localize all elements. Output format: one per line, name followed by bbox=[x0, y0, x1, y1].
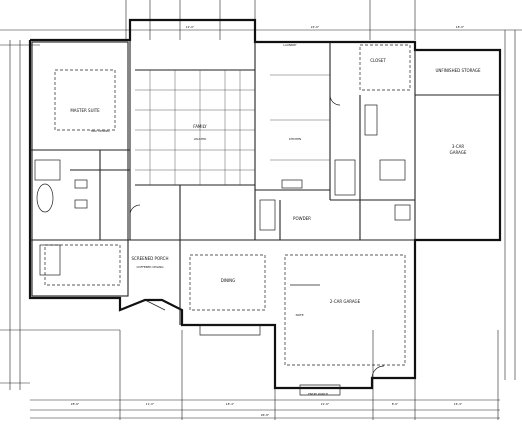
room-closet: CLOSET bbox=[370, 58, 386, 63]
svg-text:16'-4": 16'-4" bbox=[454, 402, 463, 406]
room-master-suite: MASTER SUITE bbox=[70, 108, 100, 113]
room-3car-line2: GARAGE bbox=[450, 150, 467, 155]
room-porch: SCREENED PORCH bbox=[132, 256, 169, 261]
room-storage: UNFINISHED STORAGE bbox=[435, 68, 481, 73]
note-vaulted: VAULTED bbox=[194, 137, 207, 141]
note-tray: TRAY CEILING bbox=[89, 129, 109, 133]
note-entry: ENTRY PORCH bbox=[308, 392, 328, 396]
interior-walls bbox=[30, 40, 500, 325]
dimension-labels: 28'-6" 11'-0" 18'-4" 21'-6" 8'-0" 16'-4"… bbox=[71, 25, 465, 417]
note-garage: NOTE: bbox=[296, 313, 305, 317]
room-family: FAMILY bbox=[193, 124, 207, 129]
svg-text:8'-0": 8'-0" bbox=[392, 402, 399, 406]
svg-text:96'-8": 96'-8" bbox=[261, 413, 270, 417]
room-kitchen: KITCHEN bbox=[289, 137, 301, 141]
room-3car-line1: 3-CAR bbox=[452, 144, 465, 149]
ceiling-outlines bbox=[44, 44, 411, 366]
svg-text:28'-6": 28'-6" bbox=[71, 402, 80, 406]
svg-text:12'-0": 12'-0" bbox=[186, 25, 195, 29]
annotations: TRAY CEILING VAULTED COFFERED CEILING EN… bbox=[89, 129, 327, 396]
dimension-lines bbox=[0, 0, 522, 420]
svg-text:21'-6": 21'-6" bbox=[321, 402, 330, 406]
room-dining: DINING bbox=[221, 278, 236, 283]
svg-text:18'-0": 18'-0" bbox=[456, 25, 465, 29]
room-powder: POWDER bbox=[293, 216, 311, 221]
fixtures bbox=[34, 94, 411, 396]
framing-grid bbox=[135, 70, 330, 185]
svg-text:24'-6": 24'-6" bbox=[311, 25, 320, 29]
room-laundry: LAUNDRY bbox=[283, 43, 297, 47]
room-labels: MASTER SUITE CLOSET UNFINISHED STORAGE 3… bbox=[70, 43, 481, 304]
svg-text:11'-0": 11'-0" bbox=[146, 402, 155, 406]
note-porch-ceiling: COFFERED CEILING bbox=[136, 265, 163, 269]
room-2car-garage: 2-CAR GARAGE bbox=[330, 299, 361, 304]
svg-text:18'-4": 18'-4" bbox=[226, 402, 235, 406]
